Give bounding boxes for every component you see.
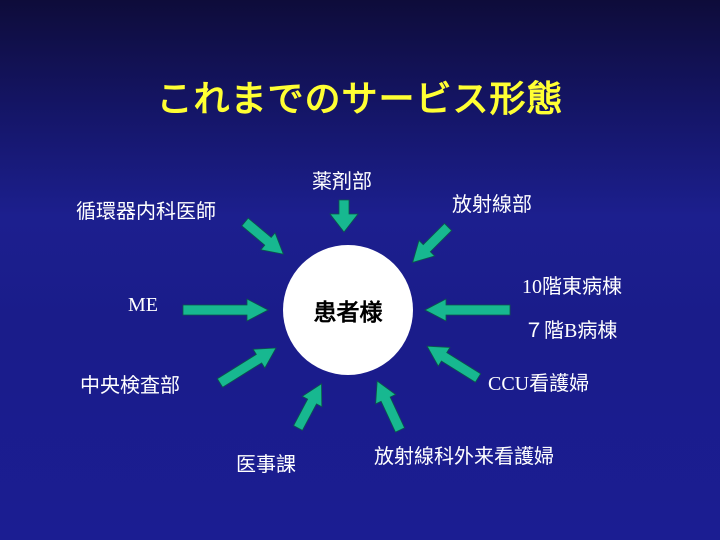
dept-me: ME: [128, 294, 158, 316]
ccu-english: CCU: [488, 373, 530, 395]
dept-hoshasen: 放射線部: [452, 192, 532, 216]
arrow-wards: [424, 298, 511, 322]
arrow-gairai: [375, 380, 406, 433]
patient-circle: 患者様: [283, 245, 413, 375]
ward-7-b: B: [564, 320, 578, 342]
dept-ward-10: 10階東病棟: [522, 270, 622, 299]
arrow-ijika: [293, 383, 323, 431]
ward-7-text: 病棟: [577, 318, 618, 342]
dept-junkan: 循環器内科医師: [76, 199, 216, 223]
arrow-yakuzai: [329, 199, 359, 233]
dept-chuo: 中央検査部: [80, 373, 180, 397]
arrow-me: [182, 298, 269, 322]
dept-yakuzai: 薬剤部: [312, 169, 372, 193]
arrow-chuo: [216, 347, 277, 388]
ccu-text: 看護婦: [529, 371, 590, 395]
dept-gairai: 放射線科外来看護婦: [374, 444, 554, 468]
ward-7-number: ７階: [524, 318, 564, 342]
ward-10-text: 階東病棟: [542, 274, 622, 298]
dept-ijika: 医事課: [236, 452, 296, 476]
slide-title: これまでのサービス形態: [156, 79, 564, 120]
dept-ward-7b: ７階B病棟: [524, 314, 617, 343]
patient-label: 患者様: [313, 300, 383, 326]
arrow-hoshasen: [412, 222, 453, 263]
dept-ccu: CCU看護婦: [488, 367, 589, 396]
arrow-ccu: [426, 345, 482, 383]
ward-10-number: 10: [522, 276, 542, 298]
arrow-junkan: [241, 217, 284, 255]
